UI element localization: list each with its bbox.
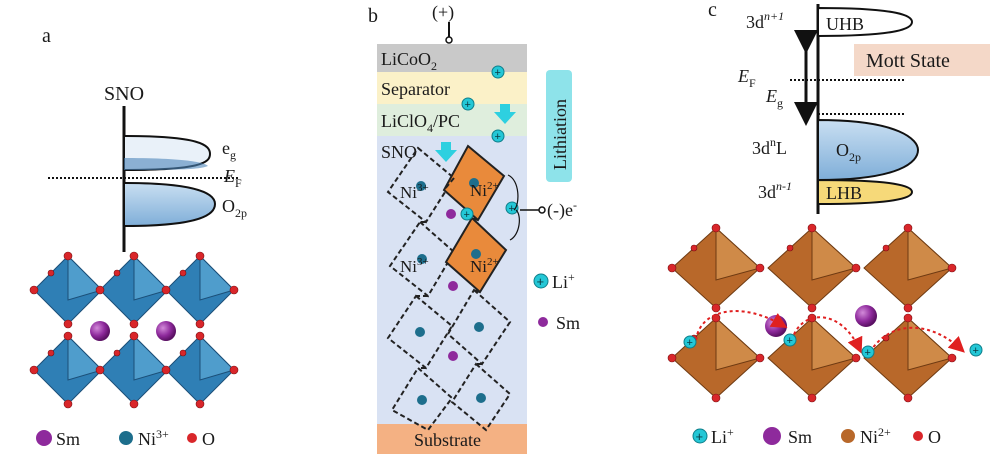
layer-substrate [377, 424, 527, 454]
legend-o-label-c: O [928, 427, 941, 447]
legend-sm-marker-b [538, 317, 548, 327]
octahedra-lattice-orange [667, 223, 957, 403]
legend-li-label: Li+ [552, 270, 575, 292]
sm-atoms-b [446, 209, 458, 361]
ef-label-c: EF [737, 66, 756, 90]
ni2-label-bottom: Ni2+ [470, 256, 499, 276]
plus-terminal-label: (+) [432, 2, 454, 23]
svg-text:+: + [465, 99, 471, 111]
panel-a: a SNO eg EF O2p [29, 25, 247, 449]
legend-li-label-c: Li+ [711, 425, 734, 447]
legend-li-marker-c [692, 428, 708, 444]
svg-text:+: + [509, 203, 515, 215]
eg-label-c: Eg [765, 86, 783, 110]
mott-state-box [854, 44, 990, 76]
state-middle-label: 3dnL [752, 135, 787, 158]
uhb-band [817, 6, 914, 38]
plus-terminal-icon [445, 36, 453, 44]
ni2-label-top: Ni2+ [470, 180, 499, 200]
svg-text:+: + [973, 345, 979, 357]
lithiation-label: Lithiation [550, 99, 570, 170]
octahedra-lattice-blue [29, 251, 239, 409]
down-arrow-icon [435, 104, 516, 162]
legend-o-marker [187, 433, 197, 443]
lithium-ion-icon [533, 273, 549, 289]
layer-separator [377, 72, 527, 104]
panel-b: b (+) LiCoO2 Separator LiClO4/PC SNO Sub… [368, 2, 580, 454]
svg-text:+: + [495, 67, 501, 79]
lhb-label: LHB [826, 183, 862, 203]
svg-text:+: + [787, 335, 793, 347]
legend-o-label: O [202, 429, 215, 449]
electron-wire [507, 174, 520, 241]
panel-c-label: c [708, 0, 717, 21]
li-ions-c: + + + + [683, 333, 983, 359]
o2p-band [123, 181, 217, 228]
lithiation-box [546, 70, 572, 182]
lhb-band [817, 178, 914, 206]
sno-film-label: SNO [381, 142, 417, 162]
mott-state-label: Mott State [866, 50, 950, 72]
legend-sm-marker [36, 430, 52, 446]
legend-sm-label: Sm [56, 429, 80, 449]
material-label: SNO [104, 83, 144, 105]
panel-a-label: a [42, 25, 51, 47]
legend-a: Sm Ni3+ O [36, 427, 215, 449]
svg-text:+: + [865, 347, 871, 359]
state-upper-label: 3dn+1 [746, 9, 784, 32]
separator-label: Separator [381, 79, 450, 99]
uhb-label: UHB [826, 14, 864, 34]
legend-li-symbol: + [537, 274, 545, 289]
o2p-label: O2p [222, 196, 247, 220]
ni3-label-top: Ni3+ [400, 182, 429, 202]
li-ions-lattice: + + [460, 201, 519, 221]
panel-b-label: b [368, 5, 378, 27]
svg-text:+: + [687, 337, 693, 349]
hopping-path-arrow-icon [695, 310, 965, 354]
panel-c: c UHB 3dn+1 EF Eg Mott State O2p 3dnL LH… [667, 0, 990, 447]
o2p-band-c [817, 118, 920, 182]
legend-sm-label-c: Sm [788, 427, 812, 447]
o2p-label-c: O2p [836, 140, 861, 164]
legend-sm-marker-c [763, 427, 781, 445]
minus-terminal-icon [538, 206, 546, 214]
ef-label: EF [223, 166, 242, 190]
eg-label: eg [222, 138, 236, 162]
legend-c: + Li+ Sm Ni2+ O [692, 425, 941, 447]
cathode-label: LiCoO2 [381, 49, 437, 73]
minus-terminal-label: (-)e- [547, 198, 577, 221]
legend-ni3-label: Ni3+ [138, 427, 169, 449]
legend-li-symbol-c: + [696, 429, 704, 444]
legend-ni2-marker-c [841, 429, 855, 443]
electrolyte-label: LiClO4/PC [381, 111, 460, 135]
svg-text:+: + [464, 209, 470, 221]
legend-o-marker-c [913, 431, 923, 441]
li-ions-electrolyte: + + + [461, 65, 505, 143]
ni3-label-bottom: Ni3+ [400, 256, 429, 276]
legend-ni3-marker [119, 431, 133, 445]
substrate-label: Substrate [414, 430, 481, 450]
legend-b: + Li+ Sm [533, 270, 580, 333]
legend-ni2-label-c: Ni2+ [860, 425, 891, 447]
svg-text:+: + [495, 131, 501, 143]
state-lower-label: 3dn-1 [758, 179, 792, 202]
ni-atoms-b [415, 178, 486, 405]
eg-band-fill [124, 158, 208, 170]
legend-sm-label-b: Sm [556, 313, 580, 333]
